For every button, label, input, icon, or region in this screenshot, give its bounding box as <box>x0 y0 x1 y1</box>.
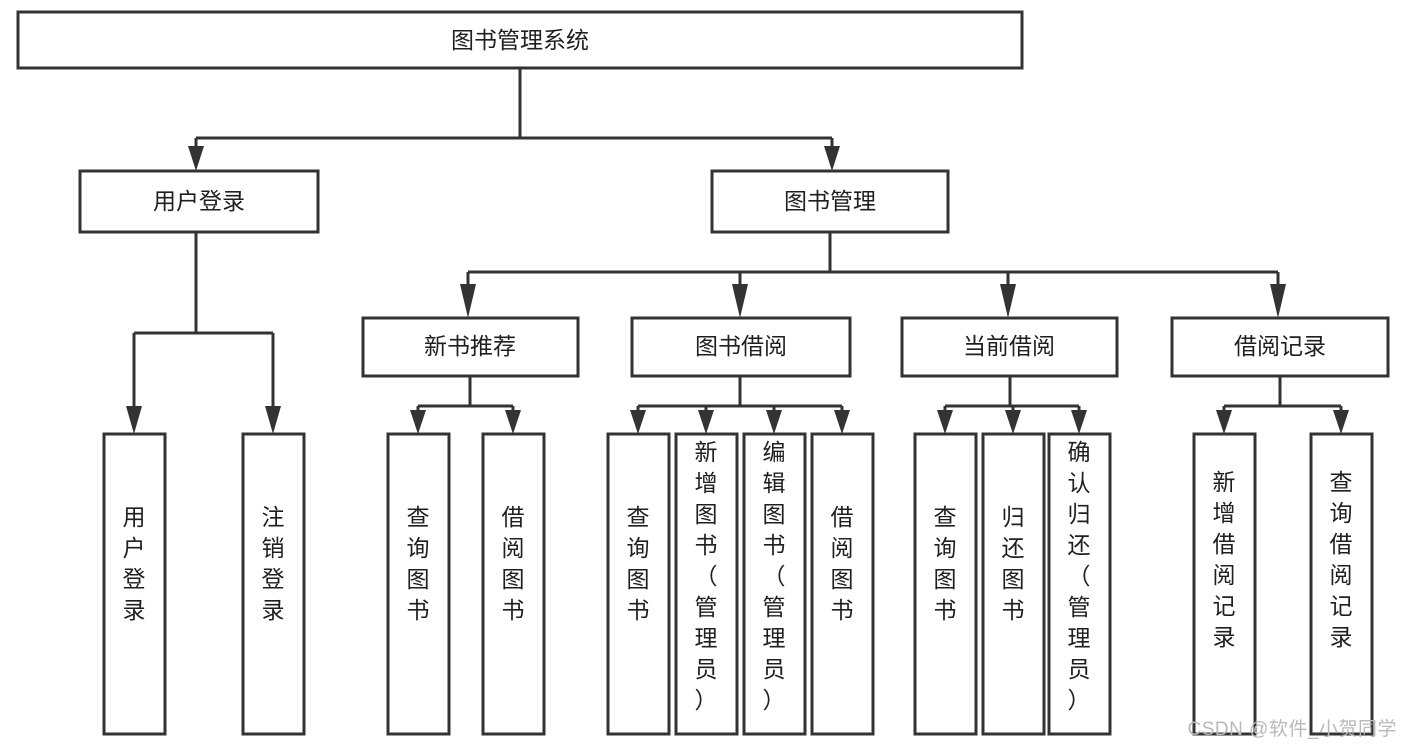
node-book-borrow-label: 图书借阅 <box>695 333 787 359</box>
leaf-edit-book[interactable]: 编辑图书（管理员） <box>742 432 807 736</box>
arrow-book-management <box>824 146 840 171</box>
leaf-borrow-book-1[interactable]: 借阅图书 <box>481 432 546 736</box>
leaf-edit-book-box[interactable] <box>742 432 807 736</box>
leaf-return-book-box[interactable] <box>981 432 1046 736</box>
connector-layer <box>126 68 1349 434</box>
arrow-leaf-edit-book <box>766 410 782 434</box>
leaf-query-book-3-label: 查询图书 <box>934 504 957 623</box>
leaf-query-book-2-label: 查询图书 <box>627 504 650 623</box>
leaf-logout-login-label: 注销登录 <box>262 504 285 623</box>
arrow-leaf-query-book-1 <box>410 410 426 434</box>
arrow-leaf-query-record <box>1333 410 1349 434</box>
arrow-leaf-confirm-return <box>1071 410 1087 434</box>
leaf-query-record-box[interactable] <box>1309 432 1374 736</box>
node-user-login-label: 用户登录 <box>153 188 245 214</box>
leaf-query-book-1[interactable]: 查询图书 <box>386 432 451 736</box>
node-book-borrow-box[interactable] <box>630 316 852 378</box>
leaf-borrow-book-2[interactable]: 借阅图书 <box>810 432 875 736</box>
node-root[interactable]: 图书管理系统 <box>16 10 1024 70</box>
leaf-query-record-label: 查询借阅记录 <box>1330 469 1353 650</box>
arrow-borrow-record <box>1270 284 1286 318</box>
arrow-leaf-add-book <box>698 410 714 434</box>
node-new-book-recommend[interactable]: 新书推荐 <box>361 316 580 378</box>
leaf-add-book-label: 新增图书（管理员） <box>695 439 718 713</box>
node-new-book-recommend-label: 新书推荐 <box>424 333 516 359</box>
arrow-leaf-borrow-book-2 <box>834 410 850 434</box>
leaf-user-login-label: 用户登录 <box>123 504 146 623</box>
leaf-borrow-book-1-label: 借阅图书 <box>502 504 525 623</box>
leaf-query-book-1-box[interactable] <box>386 432 451 736</box>
arrow-leaf-logout-login <box>265 406 281 434</box>
leaf-logout-login[interactable]: 注销登录 <box>241 432 306 736</box>
node-book-borrow[interactable]: 图书借阅 <box>630 316 852 378</box>
leaf-confirm-return[interactable]: 确认归还（管理员） <box>1047 432 1112 736</box>
leaf-confirm-return-label: 确认归还（管理员） <box>1068 439 1091 713</box>
leaf-query-book-3[interactable]: 查询图书 <box>913 432 978 736</box>
arrow-user-login <box>188 146 204 171</box>
arrow-current-borrow <box>1000 284 1016 318</box>
leaf-borrow-book-1-box[interactable] <box>481 432 546 736</box>
leaf-logout-login-box[interactable] <box>241 432 306 736</box>
leaf-confirm-return-box[interactable] <box>1047 432 1112 736</box>
arrow-leaf-return-book <box>1005 410 1021 434</box>
leaf-borrow-book-2-box[interactable] <box>810 432 875 736</box>
node-root-label: 图书管理系统 <box>451 27 589 53</box>
leaf-add-record-box[interactable] <box>1192 432 1257 736</box>
arrow-book-borrow <box>732 284 748 318</box>
node-user-login[interactable]: 用户登录 <box>78 169 320 234</box>
node-book-management-label: 图书管理 <box>784 188 876 214</box>
leaf-return-book[interactable]: 归还图书 <box>981 432 1046 736</box>
arrow-leaf-query-book-3 <box>937 410 953 434</box>
node-borrow-record-box[interactable] <box>1170 316 1390 378</box>
node-current-borrow[interactable]: 当前借阅 <box>900 316 1119 378</box>
node-new-book-recommend-box[interactable] <box>361 316 580 378</box>
node-book-management[interactable]: 图书管理 <box>710 169 950 234</box>
node-borrow-record-label: 借阅记录 <box>1234 333 1326 359</box>
arrow-leaf-user-login <box>126 406 142 434</box>
leaf-query-record[interactable]: 查询借阅记录 <box>1309 432 1374 736</box>
leaf-add-book[interactable]: 新增图书（管理员） <box>674 432 739 736</box>
node-current-borrow-box[interactable] <box>900 316 1119 378</box>
leaf-user-login[interactable]: 用户登录 <box>102 432 167 736</box>
arrow-leaf-query-book-2 <box>630 410 646 434</box>
leaf-add-record[interactable]: 新增借阅记录 <box>1192 432 1257 736</box>
leaf-query-book-1-label: 查询图书 <box>407 504 430 623</box>
node-user-login-box[interactable] <box>78 169 320 234</box>
leaf-borrow-book-2-label: 借阅图书 <box>831 504 854 623</box>
leaf-add-book-box[interactable] <box>674 432 739 736</box>
leaf-query-book-3-box[interactable] <box>913 432 978 736</box>
leaf-return-book-label: 归还图书 <box>1002 504 1025 623</box>
node-book-management-box[interactable] <box>710 169 950 234</box>
leaf-user-login-box[interactable] <box>102 432 167 736</box>
leaf-query-book-2[interactable]: 查询图书 <box>606 432 671 736</box>
leaf-query-book-2-box[interactable] <box>606 432 671 736</box>
arrow-leaf-add-record <box>1216 410 1232 434</box>
arrow-leaf-borrow-book-1 <box>505 410 521 434</box>
leaf-add-record-label: 新增借阅记录 <box>1213 469 1236 650</box>
node-root-box[interactable] <box>16 10 1024 70</box>
node-current-borrow-label: 当前借阅 <box>963 333 1055 359</box>
node-borrow-record[interactable]: 借阅记录 <box>1170 316 1390 378</box>
leaf-edit-book-label: 编辑图书（管理员） <box>763 439 786 713</box>
arrow-new-book-recommend <box>460 284 476 318</box>
